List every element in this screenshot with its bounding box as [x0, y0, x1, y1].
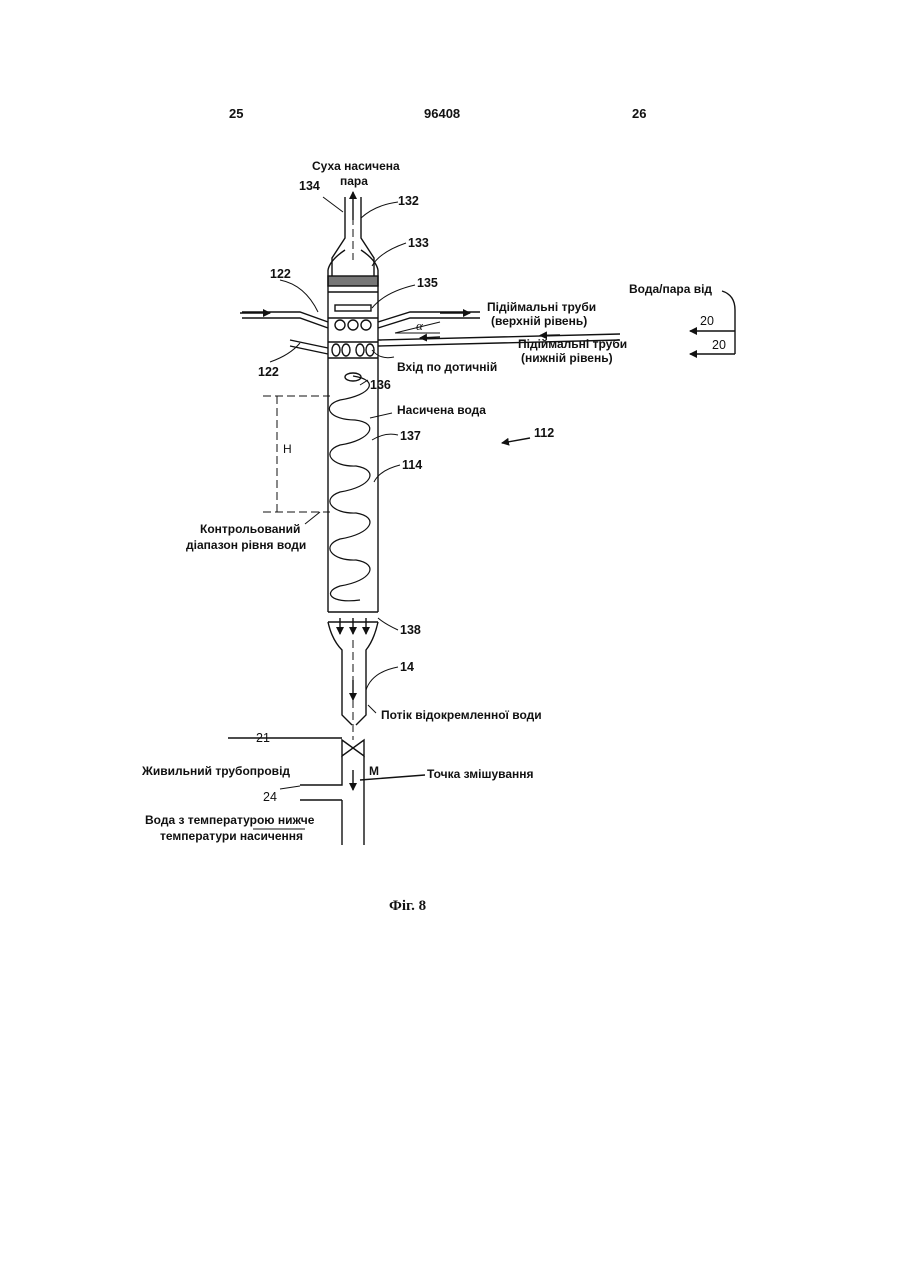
label-m: M	[369, 764, 379, 778]
label-h: H	[283, 442, 292, 456]
label-lower-risers-1: Підіймальні труби	[518, 337, 627, 351]
ref-20-lower: 20	[712, 338, 726, 352]
label-controlled-range-2: діапазон рівня води	[186, 538, 306, 552]
ref-132: 132	[398, 194, 419, 208]
upper-riser-tubes	[242, 312, 328, 328]
spiral-flow	[329, 376, 370, 601]
ref-133: 133	[408, 236, 429, 250]
ref-134: 134	[299, 179, 320, 193]
label-tangential-inlet: Вхід по дотичній	[397, 360, 497, 374]
ref-112: 112	[534, 426, 554, 440]
ref-138: 138	[400, 623, 421, 637]
ref-21: 21	[256, 731, 270, 745]
label-separated-water-flow: Потік відокремленної води	[381, 708, 542, 722]
label-feed-pipeline: Живильний трубопровід	[141, 764, 290, 778]
label-lower-risers-2: (нижній рівень)	[521, 351, 613, 365]
label-saturated-water: Насичена вода	[397, 403, 486, 417]
label-alpha: α	[416, 318, 424, 333]
ref-122-top: 122	[270, 267, 291, 281]
figure-caption: Фіг. 8	[389, 898, 426, 914]
label-dry-steam-2: пара	[340, 174, 368, 188]
ref-24: 24	[263, 790, 277, 804]
ref-137: 137	[400, 429, 421, 443]
label-subcooled-2: температури насичення	[160, 829, 303, 843]
label-upper-risers-1: Підіймальні труби	[487, 300, 596, 314]
label-water-steam-from: Вода/пара від	[629, 282, 712, 296]
ref-114: 114	[402, 458, 422, 472]
ref-136: 136	[370, 378, 391, 392]
valve	[342, 740, 364, 756]
label-upper-risers-2: (верхній рівень)	[491, 314, 587, 328]
ref-20-upper: 20	[700, 314, 714, 328]
label-subcooled-1: Вода з температурою нижче	[145, 813, 315, 827]
ref-135: 135	[417, 276, 438, 290]
ref-122-bottom: 122	[258, 365, 279, 379]
label-dry-steam-1: Суха насичена	[312, 159, 400, 173]
ref-14: 14	[400, 660, 414, 674]
label-controlled-range-1: Контрольований	[200, 522, 300, 536]
label-mixing-point: Точка змішування	[427, 767, 534, 781]
dryer-screen	[328, 276, 378, 286]
